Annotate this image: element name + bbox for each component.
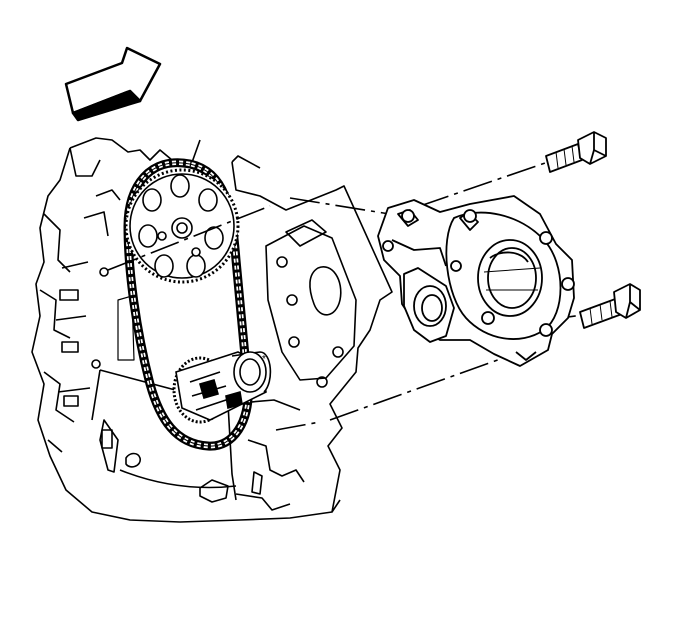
oil-pump <box>377 195 575 367</box>
timing-mark-icon: * <box>262 354 266 365</box>
crankshaft-sprocket: * <box>172 351 272 424</box>
direction-arrow-icon <box>64 46 162 122</box>
camshaft-sprocket <box>124 168 240 284</box>
oil-pump-bolt-lower <box>579 283 641 329</box>
engine-block-front <box>31 137 393 523</box>
oil-pump-bolt-upper <box>545 131 607 173</box>
